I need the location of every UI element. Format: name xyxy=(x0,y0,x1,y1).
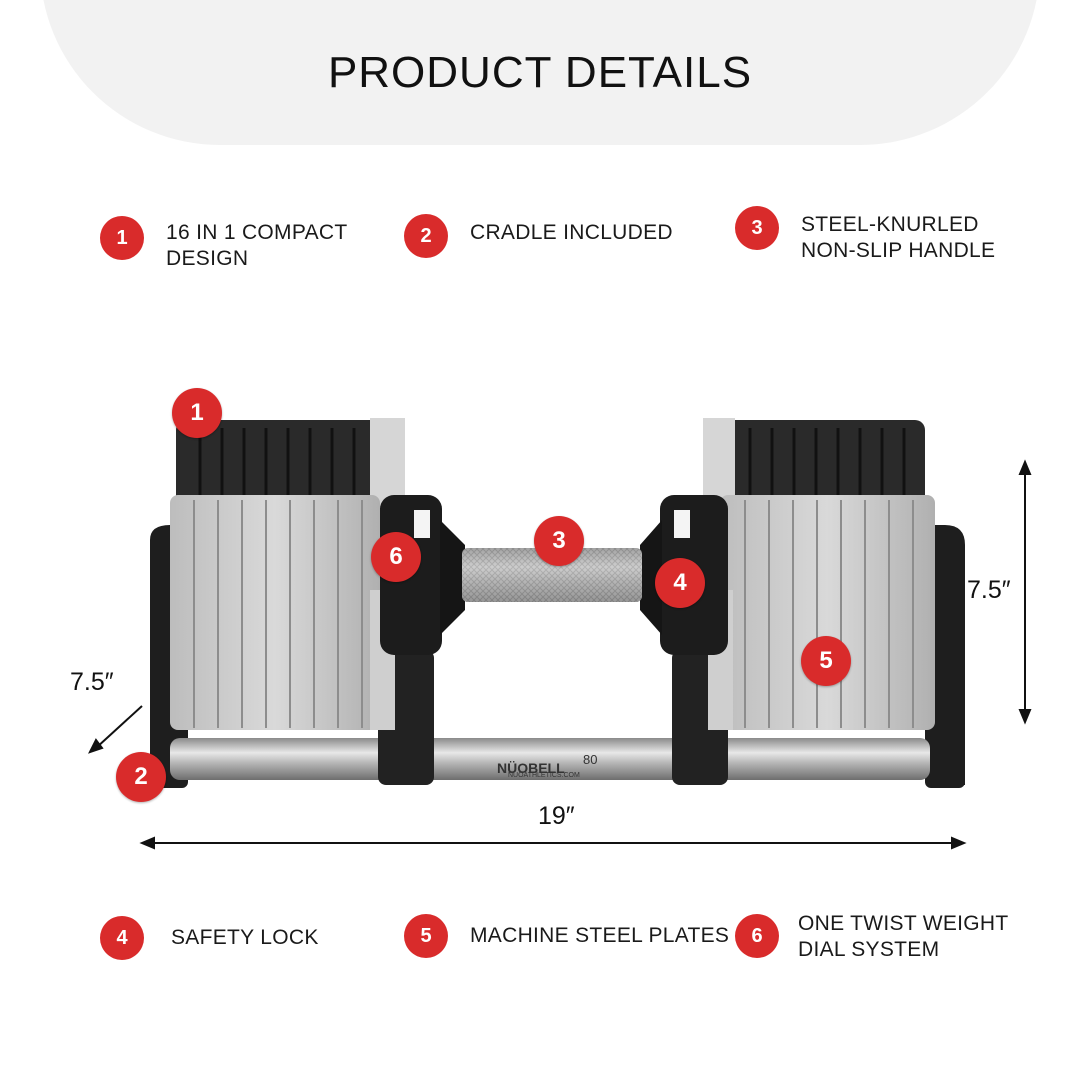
feature-item-2: 2 CRADLE INCLUDED xyxy=(404,214,673,258)
right-front-plates xyxy=(708,495,935,730)
callout-badge-2: 2 xyxy=(116,752,166,802)
feature-item-3: 3 STEEL-KNURLED NON-SLIP HANDLE xyxy=(735,206,995,264)
callout-badge-6: 6 xyxy=(371,532,421,582)
feature-badge: 2 xyxy=(404,214,448,258)
dimension-arrows xyxy=(88,459,1032,850)
depth-dimension-label: 7.5″ xyxy=(70,668,114,696)
feature-label: CRADLE INCLUDED xyxy=(470,221,673,244)
feature-item-5: 5 MACHINE STEEL PLATES xyxy=(404,914,729,958)
header-background xyxy=(40,0,1040,145)
feature-badge: 5 xyxy=(404,914,448,958)
feature-item-4: 4 SAFETY LOCK xyxy=(100,916,319,960)
feature-badge: 4 xyxy=(100,916,144,960)
product-site: NUOATHLETICS.COM xyxy=(508,772,580,779)
left-front-plates xyxy=(170,495,395,730)
feature-label: MACHINE STEEL PLATES xyxy=(470,924,730,947)
page-title: PRODUCT DETAILS xyxy=(327,48,753,97)
callout-badge-4: 4 xyxy=(655,558,705,608)
feature-label: ONE TWIST WEIGHT DIAL SYSTEM xyxy=(798,912,1009,961)
width-dimension-label: 19″ xyxy=(538,802,575,830)
feature-label: SAFETY LOCK xyxy=(171,926,319,949)
feature-item-1: 1 16 IN 1 COMPACT DESIGN xyxy=(100,216,347,272)
product-model: 80 xyxy=(583,752,598,767)
feature-badge: 6 xyxy=(735,914,779,958)
feature-label: 16 IN 1 COMPACT DESIGN xyxy=(166,221,348,270)
height-dimension-label: 7.5″ xyxy=(967,576,1011,604)
feature-badge: 3 xyxy=(735,206,779,250)
feature-item-6: 6 ONE TWIST WEIGHT DIAL SYSTEM xyxy=(735,912,1009,963)
product-brand: NÜOBELL xyxy=(497,760,565,776)
callout-badge-1: 1 xyxy=(172,388,222,438)
feature-badge: 1 xyxy=(100,216,144,260)
feature-label: STEEL-KNURLED NON-SLIP HANDLE xyxy=(801,213,996,262)
callout-badge-5: 5 xyxy=(801,636,851,686)
callout-badge-3: 3 xyxy=(534,516,584,566)
